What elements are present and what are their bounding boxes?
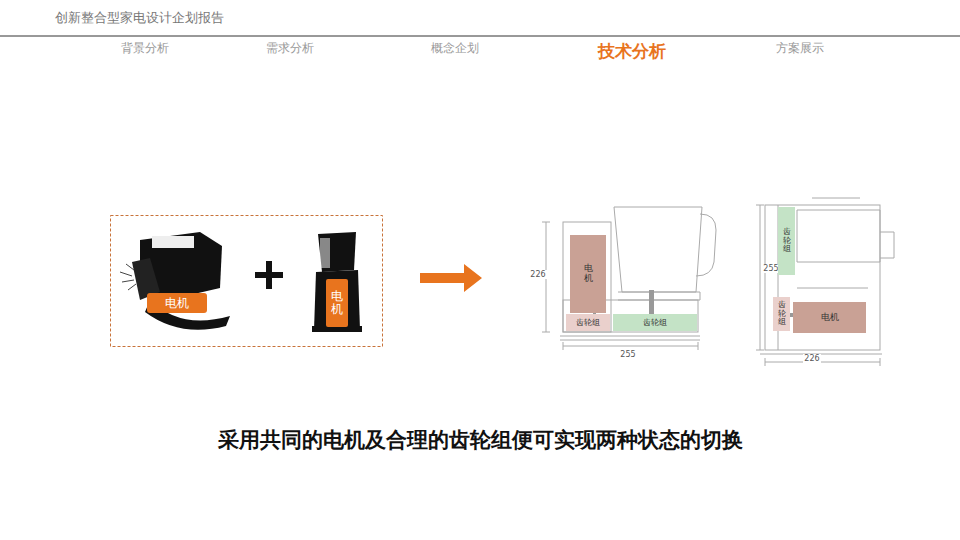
box-text: 齿轮组 (576, 317, 600, 328)
caption: 采用共同的电机及合理的齿轮组便可实现两种状态的切换 (218, 426, 743, 454)
nav-tab: 概念企划 (430, 40, 480, 57)
box-text: 齿轮组 (778, 301, 786, 327)
blender-drawing (312, 232, 362, 332)
label-box: 电机 (147, 293, 207, 313)
box-text: 电机 (584, 264, 593, 284)
header-rule (0, 36, 960, 37)
dimension: 226 (803, 354, 820, 363)
dashed-frame (111, 216, 383, 347)
label-box: 电机 (793, 302, 866, 333)
box-text: 电机 (165, 295, 189, 312)
box-text: 齿轮组 (783, 228, 791, 254)
grinder-drawing (120, 232, 230, 330)
dimension: 226 (529, 270, 546, 279)
vertical-label-box: 齿轮组 (773, 297, 790, 331)
blade-shaft (649, 290, 654, 314)
vertical-label-box: 齿轮组 (778, 207, 795, 275)
combined-appliance-view-2 (756, 198, 894, 366)
plus-sign (255, 261, 283, 289)
nav-tab: 方案展示 (775, 40, 825, 57)
dimension: 255 (619, 350, 636, 359)
label-box: 齿轮组 (566, 314, 610, 331)
box-text: 电机 (331, 290, 343, 316)
box-text: 电机 (821, 311, 839, 324)
combined-appliance-view-1 (542, 207, 716, 350)
report-title: 创新整合型家电设计企划报告 (55, 9, 224, 27)
nav-tab: 需求分析 (265, 40, 315, 57)
vertical-label-box: 电机 (570, 235, 606, 313)
vertical-label-box: 电机 (326, 279, 348, 327)
label-box: 齿轮组 (613, 314, 697, 331)
nav-tab: 技术分析 (597, 40, 667, 63)
transform-arrow (420, 264, 482, 292)
box-text: 齿轮组 (643, 317, 667, 328)
nav-tab: 背景分析 (120, 40, 170, 57)
